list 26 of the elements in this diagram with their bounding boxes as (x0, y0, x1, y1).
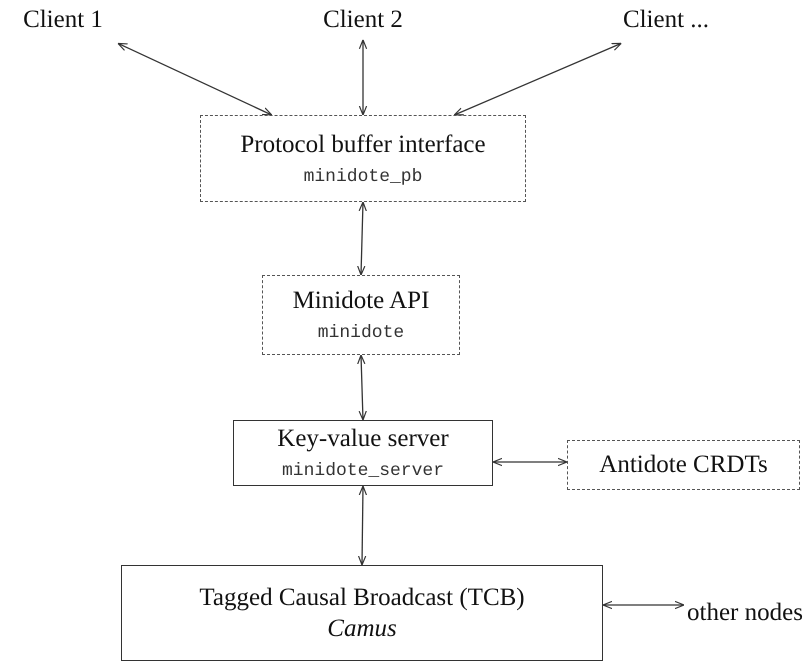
arrow (454, 42, 622, 116)
arrow (358, 39, 368, 116)
component-title: Tagged Causal Broadcast (TCB) (199, 582, 525, 613)
arrow (357, 201, 367, 276)
component-title: Key-value server (277, 424, 449, 454)
arrow (492, 458, 568, 466)
client-label: Client ... (622, 5, 710, 36)
component-box (200, 115, 526, 202)
arrow (602, 600, 685, 610)
arrow (358, 485, 368, 566)
component-box (262, 275, 460, 355)
component-subtitle: Camus (327, 614, 397, 644)
component-box (567, 440, 800, 490)
component-title: Antidote CRDTs (599, 450, 768, 480)
client-label: Client 1 (23, 5, 103, 36)
module-name: minidote_server (282, 460, 444, 483)
component-title: Protocol buffer interface (240, 130, 486, 160)
client-label: Client 2 (323, 5, 403, 36)
arrow (117, 42, 272, 116)
component-box (121, 565, 603, 661)
component-box (233, 420, 493, 486)
component-title: Minidote API (292, 286, 430, 316)
arrow (357, 354, 367, 421)
module-name: minidote (318, 322, 404, 345)
external-label: other nodes (687, 598, 803, 628)
module-name: minidote_pb (304, 166, 422, 188)
